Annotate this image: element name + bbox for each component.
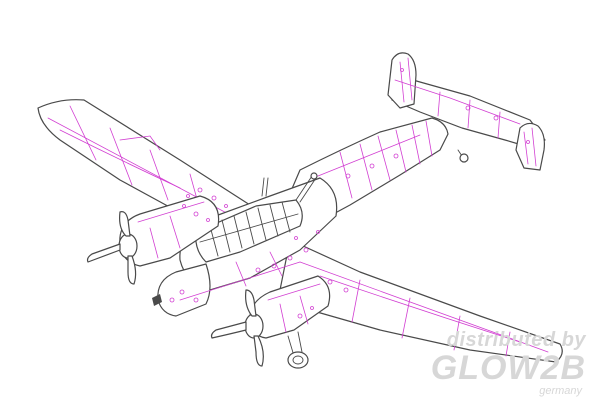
forward-fuselage bbox=[152, 172, 338, 317]
distributor-watermark: distributed by GLOW2B germany bbox=[396, 329, 586, 397]
right-engine bbox=[210, 275, 331, 369]
right-wing bbox=[279, 239, 563, 363]
watermark-country: germany bbox=[539, 385, 582, 397]
left-engine bbox=[86, 195, 220, 285]
watermark-distributed-by: distributed by bbox=[446, 329, 586, 351]
watermark-logo: GLOW2B bbox=[430, 349, 586, 387]
tail-assembly bbox=[387, 52, 546, 171]
left-wing bbox=[37, 99, 251, 229]
